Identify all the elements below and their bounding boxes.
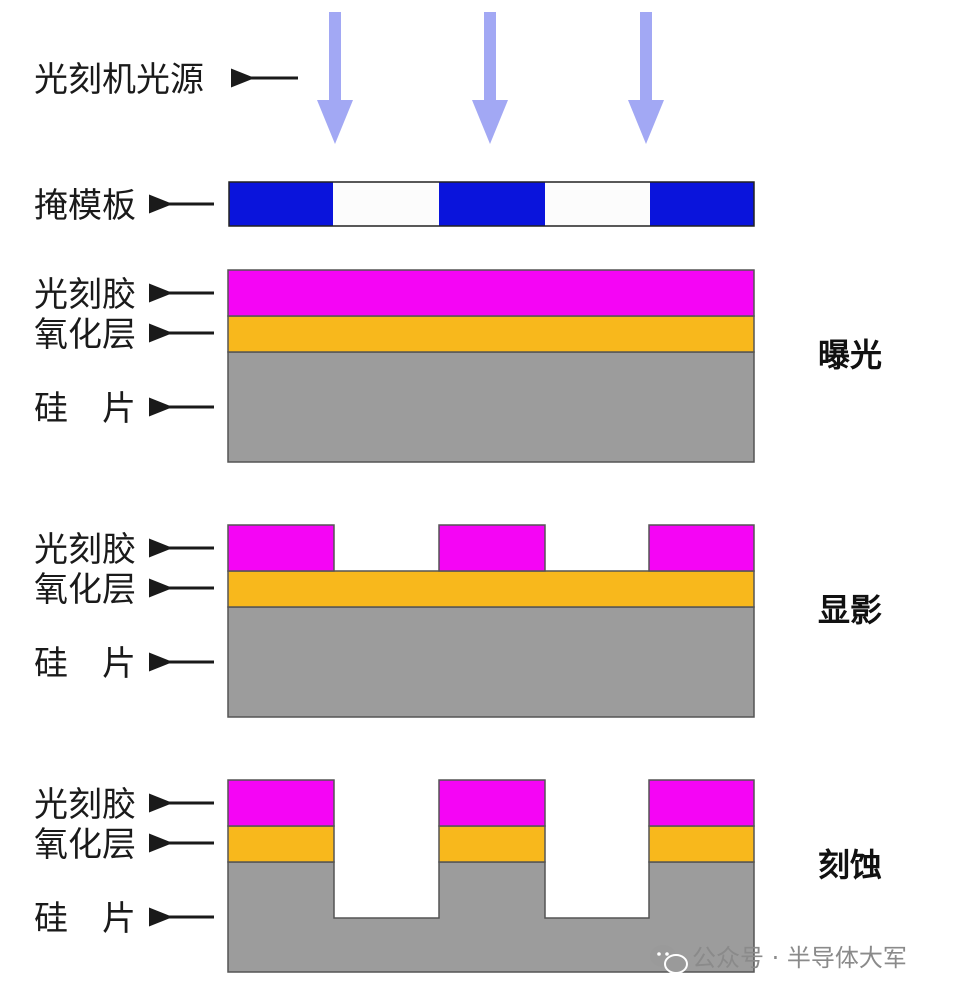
mask-clear-segment (545, 182, 650, 226)
light-arrow (472, 12, 508, 144)
silicon-layer (227, 351, 755, 463)
oxide-layer (227, 315, 755, 353)
stage-etching-label: 刻蚀 (818, 846, 882, 884)
label-light-source: 光刻机光源 (34, 60, 204, 100)
mask-clear-segment (333, 182, 439, 226)
mask-opaque-segment (650, 182, 754, 226)
oxide-layer (227, 570, 755, 608)
photoresist-block (227, 524, 335, 572)
development-stack (227, 524, 755, 718)
mask-opaque-segment (229, 182, 333, 226)
label-silicon: 硅 片 (34, 644, 136, 684)
label-oxide: 氧化层 (34, 570, 136, 610)
label-oxide: 氧化层 (34, 825, 136, 865)
label-silicon: 硅 片 (34, 899, 136, 939)
photoresist-layer (227, 269, 755, 317)
oxide-block (648, 825, 755, 863)
exposure-stack (227, 269, 755, 463)
mask (228, 181, 755, 227)
mask-outline (228, 181, 755, 227)
stage-development-label: 显影 (818, 591, 882, 629)
light-source-arrows (317, 12, 664, 144)
oxide-block (438, 825, 546, 863)
light-arrow (317, 12, 353, 144)
watermark: 公众号 · 半导体大军 (650, 944, 907, 974)
label-mask: 掩模板 (34, 186, 136, 226)
label-photoresist: 光刻胶 (34, 785, 136, 825)
left-labels: 光刻机光源 掩模板 光刻胶 氧化层 硅 片 光刻胶 氧化层 硅 片 光刻胶 氧化… (34, 60, 298, 939)
photoresist-block (438, 524, 546, 572)
label-photoresist: 光刻胶 (34, 530, 136, 570)
wechat-icon (650, 945, 688, 974)
label-silicon: 硅 片 (34, 389, 136, 429)
photoresist-block (438, 779, 546, 827)
etching-stack (227, 779, 755, 973)
stage-exposure-label: 曝光 (818, 336, 882, 374)
photoresist-block (227, 779, 335, 827)
label-oxide: 氧化层 (34, 315, 136, 355)
mask-opaque-segment (439, 182, 545, 226)
light-arrow (628, 12, 664, 144)
silicon-layer (227, 606, 755, 718)
photoresist-block (648, 779, 755, 827)
label-photoresist: 光刻胶 (34, 275, 136, 315)
stage-labels: 曝光 显影 刻蚀 (818, 336, 882, 884)
oxide-block (227, 825, 335, 863)
silicon-etched-layer (227, 861, 755, 973)
watermark-text: 公众号 · 半导体大军 (692, 944, 907, 972)
photoresist-block (648, 524, 755, 572)
